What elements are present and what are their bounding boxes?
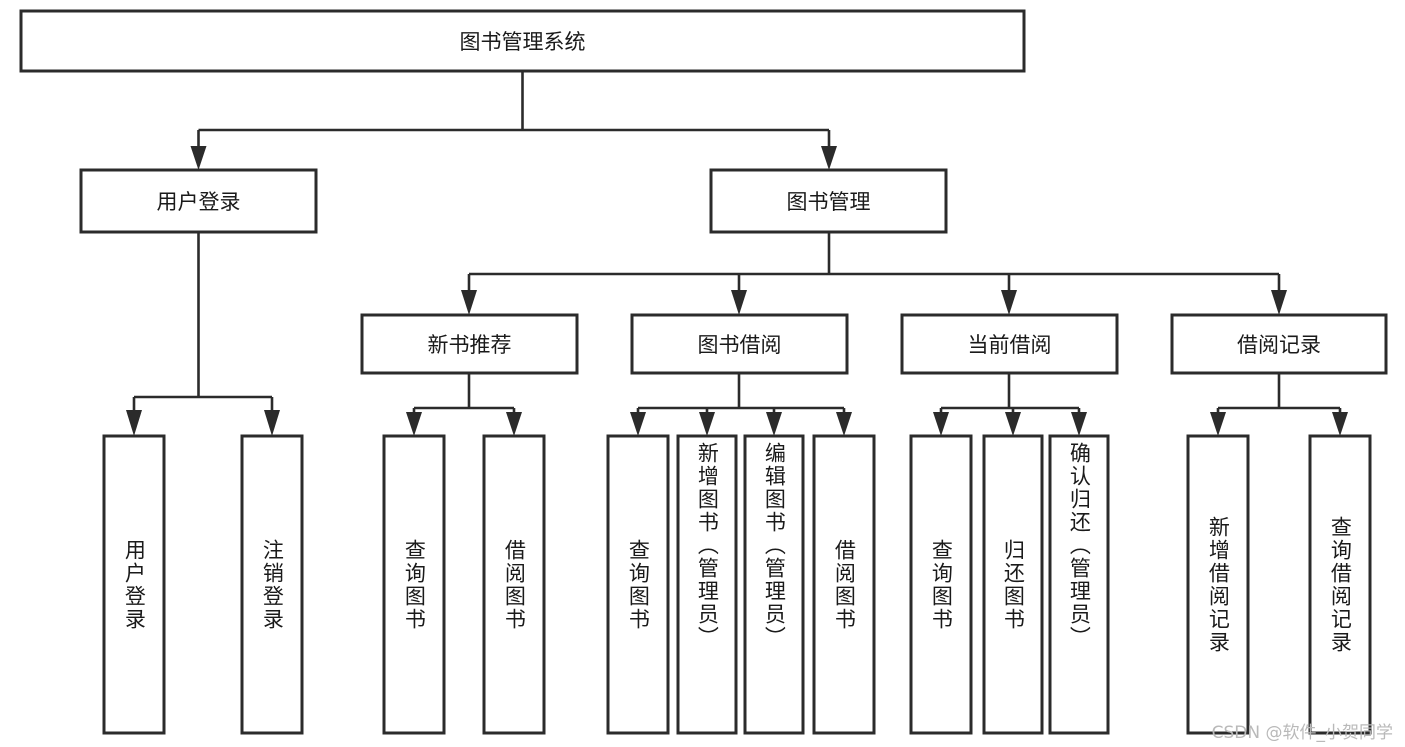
leaf-box-borrow-book-nbr[interactable] (482, 434, 546, 735)
leaf-box-query-book-cb[interactable] (909, 434, 973, 735)
node-user-login[interactable]: 用户登录 (79, 168, 318, 234)
leaf-box-confirm-return[interactable] (1048, 434, 1110, 735)
arrowhead-cb-leaf-1 (933, 412, 949, 436)
node-borrow-record[interactable]: 借阅记录 (1170, 313, 1388, 375)
leaf-box-add-book-admin[interactable] (676, 434, 738, 735)
node-book-management[interactable]: 图书管理 (709, 168, 948, 234)
arrowhead-br-leaf-1 (1210, 412, 1226, 436)
connector-layer (126, 71, 1348, 436)
leaf-box-return-book[interactable] (982, 434, 1044, 735)
node-user-login-label: 用户登录 (157, 190, 241, 214)
arrowhead-user-login (190, 146, 207, 170)
node-root-box[interactable] (19, 9, 1026, 73)
node-current-borrow[interactable]: 当前借阅 (900, 313, 1119, 375)
node-root-label: 图书管理系统 (460, 30, 586, 54)
node-new-book-recommend-box[interactable] (360, 313, 579, 375)
leaf-box-query-book-bb[interactable] (606, 434, 670, 735)
node-user-login-box[interactable] (79, 168, 318, 234)
leaf-box-borrow-book-bb[interactable] (812, 434, 876, 735)
arrowhead-current-borrow (1001, 290, 1017, 315)
leaf-box-layer (102, 434, 1372, 735)
arrowhead-leaf-user-login (126, 410, 142, 436)
arrowhead-bb-leaf-3 (766, 412, 782, 436)
arrowhead-bb-leaf-1 (630, 412, 646, 436)
node-current-borrow-box[interactable] (900, 313, 1119, 375)
node-borrow-record-label: 借阅记录 (1237, 333, 1321, 357)
arrowhead-leaf-logout (264, 410, 280, 436)
leaf-box-query-borrow-record[interactable] (1308, 434, 1372, 735)
node-book-management-label: 图书管理 (787, 190, 871, 214)
leaf-box-add-borrow-record[interactable] (1186, 434, 1250, 735)
arrowhead-book-mgmt (821, 146, 837, 170)
arrowhead-bb-leaf-4 (836, 412, 852, 436)
node-current-borrow-label: 当前借阅 (968, 333, 1052, 357)
arrowhead-cb-leaf-3 (1071, 412, 1087, 436)
arrowhead-new-book-rec (461, 290, 477, 315)
leaf-box-query-book-nbr[interactable] (382, 434, 446, 735)
leaf-box-user-login[interactable] (102, 434, 166, 735)
arrowhead-cb-leaf-2 (1005, 412, 1021, 436)
arrowhead-bb-leaf-2 (699, 412, 715, 436)
node-new-book-recommend[interactable]: 新书推荐 (360, 313, 579, 375)
leaf-box-logout[interactable] (240, 434, 304, 735)
node-root[interactable]: 图书管理系统 (19, 9, 1026, 73)
leaf-box-edit-book-admin[interactable] (743, 434, 805, 735)
node-book-borrow-label: 图书借阅 (698, 333, 782, 357)
arrowhead-br-leaf-2 (1332, 412, 1348, 436)
node-borrow-record-box[interactable] (1170, 313, 1388, 375)
csdn-watermark: CSDN @软件_小贺同学 (1211, 723, 1393, 743)
arrowhead-borrow-record (1271, 290, 1287, 315)
node-book-management-box[interactable] (709, 168, 948, 234)
arrowhead-nbr-leaf-1 (406, 412, 422, 436)
node-book-borrow[interactable]: 图书借阅 (630, 313, 849, 375)
node-new-book-recommend-label: 新书推荐 (428, 333, 512, 357)
arrowhead-book-borrow (731, 290, 747, 315)
arrowhead-nbr-leaf-2 (506, 412, 522, 436)
node-book-borrow-box[interactable] (630, 313, 849, 375)
